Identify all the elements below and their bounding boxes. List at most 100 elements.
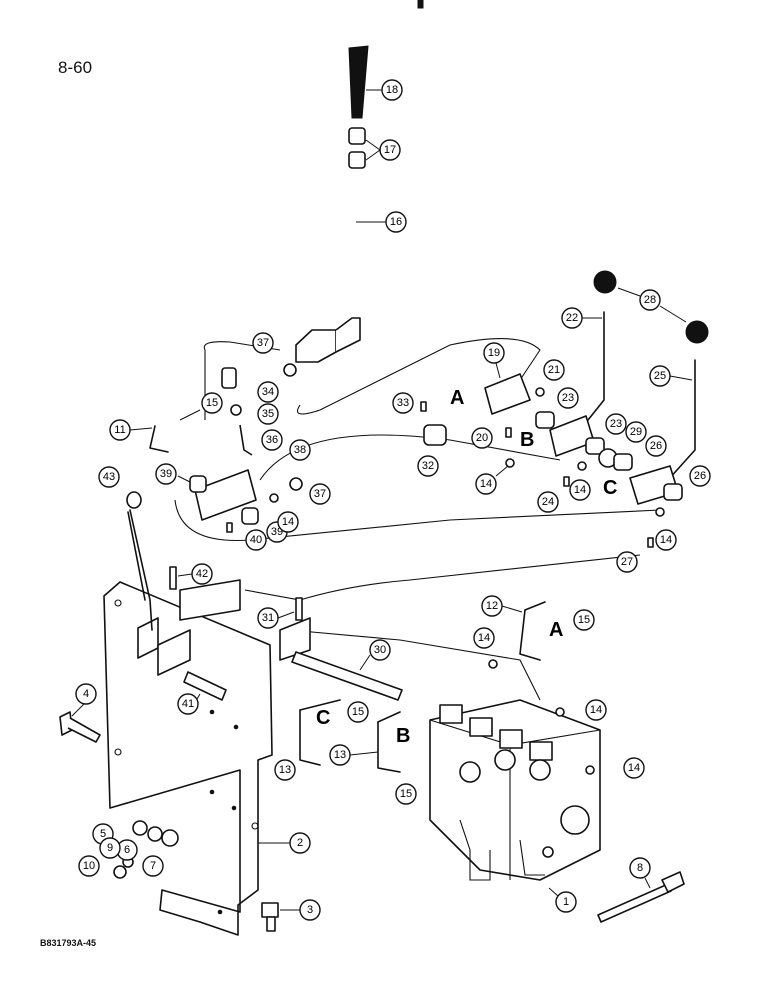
- callout-36: 36: [261, 429, 283, 451]
- svg-text:30: 30: [374, 644, 386, 656]
- svg-text:3: 3: [307, 904, 313, 916]
- svg-text:38: 38: [294, 444, 306, 456]
- svg-text:19: 19: [488, 347, 500, 359]
- callout-8: 8: [629, 857, 651, 889]
- callout-28: 28: [617, 287, 687, 323]
- callout-7: 7: [142, 855, 164, 877]
- svg-text:23: 23: [610, 418, 622, 430]
- svg-text:14: 14: [660, 534, 672, 546]
- svg-text:40: 40: [250, 534, 262, 546]
- callout-16: 16: [356, 211, 407, 233]
- callout-14b: 14: [277, 511, 299, 533]
- callout-14d: 14: [655, 529, 677, 551]
- mounting-plate-2: [103, 579, 311, 936]
- svg-text:28: 28: [644, 294, 656, 306]
- svg-text:14: 14: [590, 704, 602, 716]
- callout-41: 41: [177, 693, 201, 715]
- callout-39: 39: [155, 463, 191, 485]
- callout-12: 12: [481, 595, 523, 617]
- figure-reference: B831793A-45: [40, 938, 97, 948]
- callout-29: 29: [625, 421, 647, 443]
- callout-3: 3: [280, 899, 321, 921]
- svg-text:13: 13: [334, 749, 346, 761]
- svg-text:2: 2: [297, 837, 303, 849]
- callout-40: 40: [245, 529, 267, 551]
- svg-text:16: 16: [390, 216, 402, 228]
- svg-text:36: 36: [266, 434, 278, 446]
- callout-13b: 13: [274, 759, 296, 781]
- callout-14: 14: [475, 465, 509, 495]
- callout-24: 24: [537, 491, 559, 513]
- svg-text:20: 20: [476, 432, 488, 444]
- control-valve-1: [429, 699, 601, 881]
- callout-15c: 15: [347, 701, 369, 723]
- callout-32: 32: [417, 455, 439, 477]
- callout-26: 26: [645, 435, 667, 457]
- callout-38: 38: [289, 439, 311, 461]
- bushings-17: [348, 127, 366, 169]
- svg-text:17: 17: [384, 144, 396, 156]
- callout-43: 43: [98, 466, 120, 488]
- svg-text:1: 1: [563, 896, 569, 908]
- svg-text:37: 37: [314, 488, 326, 500]
- svg-text:14: 14: [480, 478, 492, 490]
- callout-6: 6: [116, 839, 138, 861]
- svg-text:4: 4: [83, 688, 89, 700]
- svg-text:13: 13: [279, 764, 291, 776]
- svg-text:11: 11: [114, 424, 125, 436]
- svg-text:35: 35: [262, 408, 274, 420]
- callout-23: 23: [557, 387, 579, 409]
- svg-text:12: 12: [486, 600, 498, 612]
- svg-text:29: 29: [630, 426, 642, 438]
- svg-text:41: 41: [182, 698, 194, 710]
- svg-text:31: 31: [262, 612, 274, 624]
- svg-text:15: 15: [400, 788, 412, 800]
- letter-A-lower: A: [549, 619, 563, 641]
- callout-20: 20: [471, 427, 493, 449]
- callout-13: 13: [329, 744, 379, 766]
- svg-text:43: 43: [103, 471, 115, 483]
- callout-2: 2: [258, 832, 311, 854]
- callout-23b: 23: [605, 413, 627, 435]
- svg-text:39: 39: [160, 468, 172, 480]
- callout-15: 15: [179, 392, 223, 421]
- callout-33: 33: [392, 392, 414, 414]
- callout-9: 9: [99, 837, 121, 859]
- svg-text:18: 18: [386, 84, 398, 96]
- callout-19: 19: [483, 342, 505, 379]
- svg-text:9: 9: [107, 842, 113, 854]
- page-number: 8-60: [58, 58, 93, 77]
- letter-B-lower: B: [396, 725, 410, 747]
- callout-11: 11: [109, 419, 153, 441]
- svg-text:14: 14: [628, 762, 640, 774]
- callout-14g: 14: [623, 757, 645, 779]
- callout-34: 34: [257, 381, 279, 403]
- svg-text:15: 15: [352, 706, 364, 718]
- callout-25: 25: [649, 365, 693, 387]
- callout-15b: 15: [573, 609, 595, 631]
- svg-text:6: 6: [124, 844, 130, 856]
- callout-42: 42: [177, 563, 213, 585]
- svg-text:22: 22: [566, 312, 578, 324]
- svg-text:23: 23: [562, 392, 574, 404]
- svg-text:7: 7: [150, 860, 156, 872]
- svg-text:14: 14: [478, 632, 490, 644]
- svg-text:14: 14: [574, 484, 586, 496]
- callout-17: 17: [365, 139, 401, 161]
- callout-18: 18: [366, 79, 403, 101]
- callout-27: 27: [616, 551, 638, 573]
- svg-text:37: 37: [257, 337, 269, 349]
- svg-text:5: 5: [100, 828, 106, 840]
- callout-4: 4: [71, 683, 97, 717]
- svg-text:32: 32: [422, 460, 434, 472]
- svg-text:8: 8: [637, 862, 643, 874]
- svg-text:26: 26: [694, 470, 706, 482]
- svg-text:42: 42: [196, 568, 208, 580]
- lever-16: [295, 175, 403, 381]
- letter-A-upper: A: [450, 387, 464, 409]
- svg-text:15: 15: [578, 614, 590, 626]
- callout-1: 1: [548, 887, 577, 913]
- svg-text:15: 15: [206, 397, 218, 409]
- callout-10: 10: [78, 855, 100, 877]
